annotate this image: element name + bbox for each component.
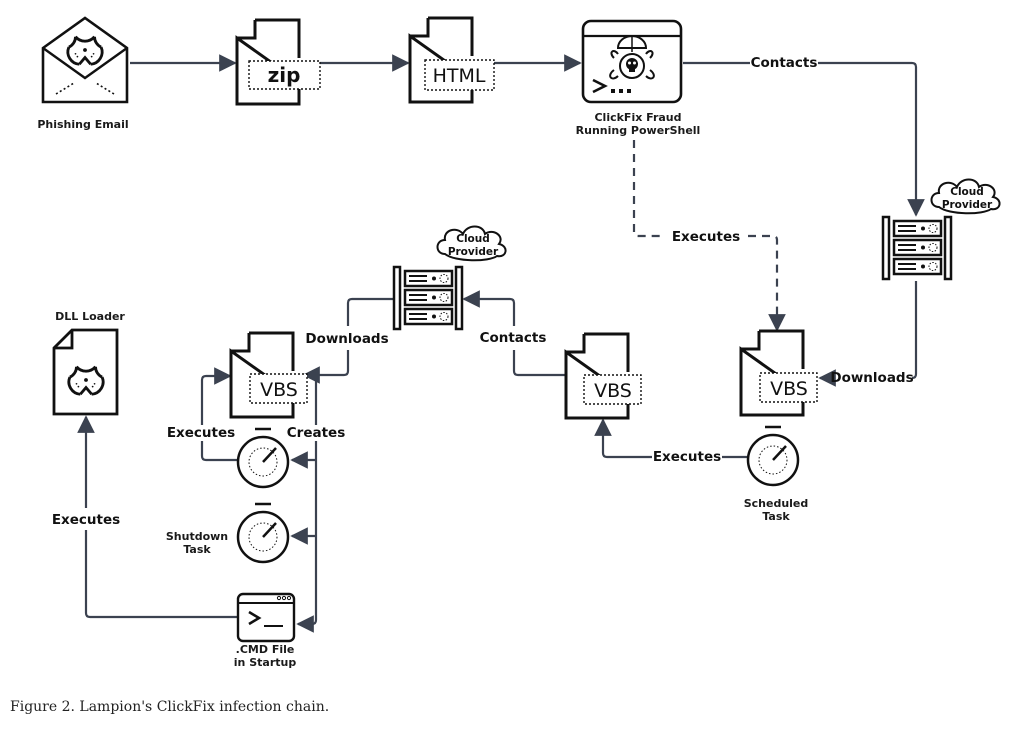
- terminal-window-icon: [236, 592, 296, 643]
- scheduled-task-label-line2: Task: [762, 510, 790, 523]
- dll-loader-node: DLL Loader: [52, 310, 125, 416]
- edge-cloud-downloads-vbs-left: [304, 297, 394, 375]
- edge-labels: Contacts Executes Downloads Executes Con…: [52, 55, 914, 528]
- server-rack-icon: [881, 215, 953, 281]
- vbs-mid-tag: VBS: [594, 380, 632, 402]
- label-executes-dashed: Executes: [672, 229, 740, 245]
- cloud-right-label-line2: Provider: [942, 199, 993, 211]
- edge-cmd-executes-dll: [86, 417, 238, 619]
- edges: [86, 54, 918, 624]
- vbs-right-node: VBS: [739, 329, 818, 417]
- cmd-file-label-line1: .CMD File: [236, 643, 295, 656]
- html-tag: HTML: [433, 65, 486, 87]
- edge-clickfix-contacts-cloud: [683, 61, 916, 215]
- cloud-mid-label-line2: Provider: [448, 246, 499, 258]
- label-contacts-top: Contacts: [751, 55, 818, 71]
- timer-icon: [236, 502, 290, 564]
- label-contacts-mid: Contacts: [480, 330, 547, 346]
- server-rack-icon: [392, 265, 464, 331]
- shutdown-task-node: Shutdown Task: [166, 502, 290, 564]
- cloud-provider-right-node: Cloud Provider: [881, 178, 1001, 281]
- terminal-malware-icon: [581, 19, 683, 104]
- scheduled-task-node: Scheduled Task: [744, 425, 809, 523]
- envelope-biohazard-icon: [41, 16, 129, 104]
- phishing-email-node: Phishing Email: [37, 16, 129, 131]
- cloud-right-label-line1: Cloud: [950, 186, 984, 198]
- label-executes-task: Executes: [167, 425, 235, 441]
- timer-icon: [236, 427, 290, 489]
- cmd-file-label-line2: in Startup: [234, 656, 297, 669]
- vbs-right-tag: VBS: [770, 378, 808, 400]
- edge-vbs-contacts-cloud: [464, 299, 565, 377]
- shutdown-task-label-line2: Task: [183, 543, 211, 556]
- figure-caption: Figure 2. Lampion's ClickFix infection c…: [10, 699, 330, 715]
- zip-file-node: zip: [235, 18, 321, 106]
- label-creates: Creates: [287, 425, 345, 441]
- cloud-provider-mid-node: Cloud Provider: [392, 225, 507, 331]
- zip-tag: zip: [268, 63, 301, 87]
- clickfix-node: ClickFix Fraud Running PowerShell: [576, 19, 701, 137]
- clickfix-label-line1: ClickFix Fraud: [594, 111, 681, 124]
- clickfix-label-line2: Running PowerShell: [576, 124, 701, 137]
- dll-loader-label: DLL Loader: [55, 310, 125, 323]
- vbs-left-node: VBS: [229, 331, 308, 419]
- cmd-file-node: .CMD File in Startup: [234, 592, 297, 669]
- edge-cloud-downloads-vbs: [911, 281, 918, 380]
- edge-clickfix-executes-task: [632, 140, 777, 330]
- label-downloads-right: Downloads: [830, 370, 913, 386]
- vbs-left-tag: VBS: [260, 379, 298, 401]
- label-executes-sched: Executes: [653, 449, 721, 465]
- scheduled-task-label-line1: Scheduled: [744, 497, 809, 510]
- html-file-node: HTML: [408, 16, 495, 104]
- edge-vbs-creates: [298, 376, 318, 624]
- label-executes-cmd: Executes: [52, 512, 120, 528]
- edge-task-executes-vbs: [200, 376, 238, 462]
- label-downloads-mid: Downloads: [305, 331, 388, 347]
- task-left-node: [236, 427, 290, 489]
- edge-sched-executes-vbs: [603, 420, 747, 459]
- vbs-mid-node: VBS: [564, 332, 642, 420]
- phishing-email-label: Phishing Email: [37, 118, 128, 131]
- timer-icon: [746, 425, 800, 487]
- shutdown-task-label-line1: Shutdown: [166, 530, 228, 543]
- cloud-mid-label-line1: Cloud: [456, 233, 490, 245]
- file-biohazard-icon: [52, 328, 119, 416]
